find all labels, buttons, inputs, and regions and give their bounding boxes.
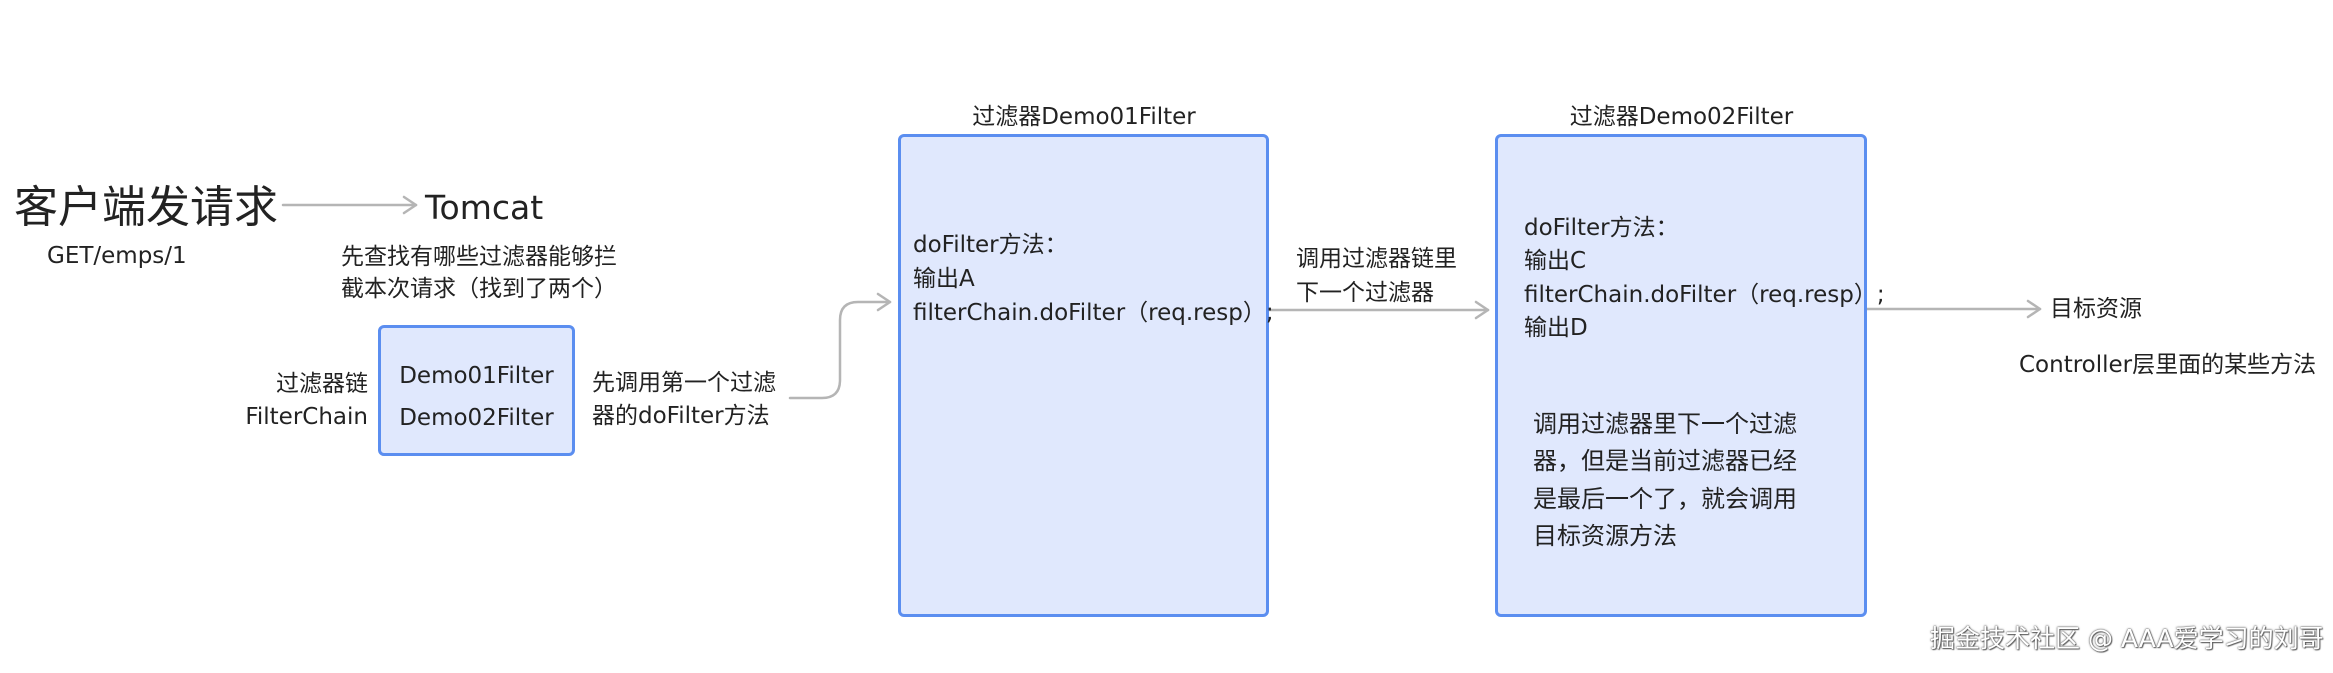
filter2-line-call: filterChain.doFilter（req.resp）; bbox=[1524, 282, 1885, 308]
target-label: 目标资源 bbox=[2050, 296, 2142, 322]
filter2-title: 过滤器Demo02Filter bbox=[1569, 104, 1794, 130]
arrow-filter2-to-target-head bbox=[2026, 299, 2042, 319]
chain-call-line2: 器的doFilter方法 bbox=[592, 403, 770, 429]
filter1-box: doFilter方法： 输出A filterChain.doFilter（req… bbox=[898, 134, 1274, 617]
filter2-note-line3: 是最后一个了，就会调用 bbox=[1533, 485, 1797, 513]
filter2-box: doFilter方法： 输出C filterChain.doFilter（req… bbox=[1495, 134, 1885, 617]
filter1-line-method: doFilter方法： bbox=[913, 232, 1068, 258]
arrow-filter1-to-filter2-head bbox=[1474, 300, 1490, 320]
filter-chain-box: Demo01Filter Demo02Filter bbox=[378, 325, 575, 456]
watermark: 掘金技术社区 @ AAA爱学习的刘哥 bbox=[1930, 624, 2324, 653]
filter2-line-output-c: 输出C bbox=[1524, 248, 1587, 274]
filter2-line-output-d: 输出D bbox=[1524, 315, 1588, 341]
filter2-note-line1: 调用过滤器里下一个过滤 bbox=[1533, 410, 1797, 438]
chain-item-demo02: Demo02Filter bbox=[399, 405, 554, 431]
chain-call-line1: 先调用第一个过滤 bbox=[592, 370, 776, 396]
tomcat-note-line1: 先查找有哪些过滤器能够拦 bbox=[341, 244, 617, 270]
request-title: 客户端发请求 bbox=[14, 182, 278, 233]
chain-label-line2: FilterChain bbox=[245, 404, 368, 430]
chain-label-line1: 过滤器链 bbox=[276, 371, 368, 397]
target-desc: Controller层里面的某些方法 bbox=[2019, 352, 2317, 378]
between-line1: 调用过滤器链里 bbox=[1296, 246, 1457, 272]
request-url: GET/emps/1 bbox=[47, 243, 187, 269]
filter1-title: 过滤器Demo01Filter bbox=[972, 104, 1196, 130]
tomcat-note-line2: 截本次请求（找到了两个） bbox=[341, 276, 617, 302]
arrow-chain-to-filter1-head bbox=[876, 292, 892, 312]
arrow-request-to-tomcat-head bbox=[402, 195, 418, 215]
filter2-note-line2: 器，但是当前过滤器已经 bbox=[1533, 447, 1797, 475]
arrow-chain-to-filter1 bbox=[788, 300, 892, 400]
filter1-line-call: filterChain.doFilter（req.resp）; bbox=[913, 300, 1274, 326]
filter2-note-line4: 目标资源方法 bbox=[1533, 522, 1677, 550]
filter2-line-method: doFilter方法： bbox=[1524, 215, 1679, 241]
chain-item-demo01: Demo01Filter bbox=[399, 363, 554, 389]
filter1-line-output: 输出A bbox=[913, 266, 975, 292]
between-line2: 下一个过滤器 bbox=[1296, 280, 1434, 306]
tomcat-label: Tomcat bbox=[425, 188, 544, 227]
